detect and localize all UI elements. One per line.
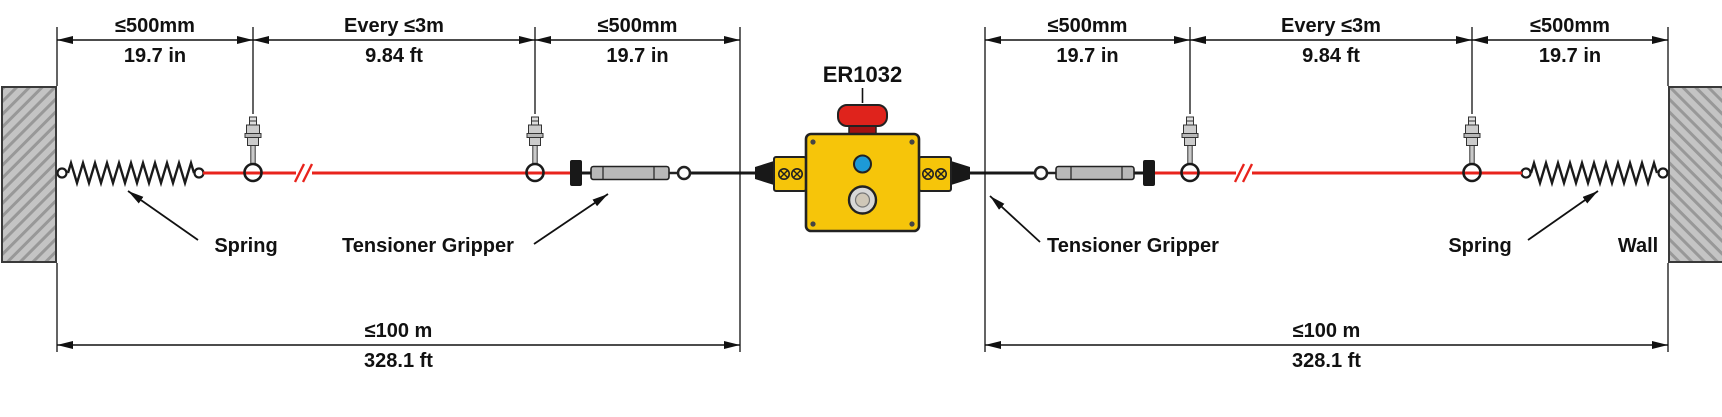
body-screw bbox=[909, 139, 915, 145]
lug-bolt bbox=[777, 168, 790, 181]
body-screw bbox=[810, 221, 816, 227]
dim-text: 9.84 ft bbox=[365, 45, 423, 67]
lug-bolt-cross bbox=[924, 170, 932, 178]
rope-break-left bbox=[293, 163, 314, 183]
eyebolt-1 bbox=[243, 115, 263, 183]
lug-bolt-cross bbox=[780, 170, 788, 178]
rope-break-slash bbox=[1233, 163, 1246, 183]
dim-text: 19.7 in bbox=[1539, 45, 1601, 67]
wall-label: Wall bbox=[1618, 235, 1658, 257]
spring-wall-hook bbox=[56, 167, 68, 179]
eyebolt-2 bbox=[525, 115, 545, 183]
dim-text: 9.84 ft bbox=[1302, 45, 1360, 67]
lug-bolt-cross bbox=[793, 170, 801, 178]
indicator-lamp bbox=[853, 154, 872, 174]
gripper-rope-clamp bbox=[570, 160, 582, 186]
dim-text: ≤500mm bbox=[115, 15, 195, 37]
body-screw bbox=[909, 221, 915, 227]
spring-left-leader bbox=[127, 190, 199, 241]
device-label: ER1032 bbox=[823, 62, 903, 87]
rope-break-gap bbox=[1236, 164, 1252, 182]
spring-coil bbox=[66, 158, 196, 188]
lug-bolt-cross bbox=[937, 170, 945, 178]
dim-text: 19.7 in bbox=[606, 45, 668, 67]
spring-rope-hook bbox=[193, 167, 205, 179]
spring-right-leader bbox=[1527, 190, 1599, 241]
rope-pull-switch bbox=[755, 104, 970, 233]
dim-text: ≤100 m bbox=[365, 320, 433, 342]
reset-button-center bbox=[854, 192, 871, 208]
tensioner-right-leader bbox=[989, 195, 1041, 243]
lug-bolt bbox=[934, 168, 947, 181]
dim-text: Every ≤3m bbox=[344, 15, 444, 37]
gripper-eye-ring bbox=[676, 165, 692, 181]
cable-gland-right bbox=[951, 161, 970, 185]
callouts: ER1032 Spring Tensioner Gripper Tensione… bbox=[127, 62, 1658, 257]
bottom-dimensions: ≤100 m 328.1 ft ≤100 m 328.1 ft bbox=[57, 320, 1668, 372]
dim-text: ≤100 m bbox=[1293, 320, 1361, 342]
lug-bolt-marks bbox=[777, 168, 947, 181]
lug-bolt bbox=[790, 168, 803, 181]
dim-text: 19.7 in bbox=[1056, 45, 1118, 67]
estop-button bbox=[837, 104, 888, 127]
rope-break-gap bbox=[296, 164, 312, 182]
dim-text: ≤500mm bbox=[1048, 15, 1128, 37]
lug-bolt bbox=[921, 168, 934, 181]
tensioner-left-label: Tensioner Gripper bbox=[342, 235, 514, 257]
tensioner-right-label: Tensioner Gripper bbox=[1047, 235, 1219, 257]
dim-text: Every ≤3m bbox=[1281, 15, 1381, 37]
dim-text: ≤500mm bbox=[1530, 15, 1610, 37]
top-dimensions: ≤500mm 19.7 in Every ≤3m 9.84 ft ≤500mm … bbox=[57, 15, 1668, 67]
rope-break-right bbox=[1233, 163, 1254, 183]
cable-gland-left bbox=[755, 161, 774, 185]
wall-left bbox=[1, 86, 57, 263]
dim-text: 328.1 ft bbox=[364, 350, 433, 372]
rope-break-slash bbox=[1241, 163, 1254, 183]
dim-text: 328.1 ft bbox=[1292, 350, 1361, 372]
switch-body bbox=[804, 132, 921, 233]
rope-break-slash bbox=[301, 163, 314, 183]
tensioner-left-leader bbox=[533, 193, 609, 245]
dim-text: 19.7 in bbox=[124, 45, 186, 67]
spring-left-label: Spring bbox=[214, 235, 277, 257]
spring-right-label: Spring bbox=[1448, 235, 1511, 257]
dim-text: ≤500mm bbox=[598, 15, 678, 37]
body-screw bbox=[810, 139, 816, 145]
left-rope-assembly bbox=[1, 86, 757, 263]
rope-break-slash bbox=[293, 163, 306, 183]
